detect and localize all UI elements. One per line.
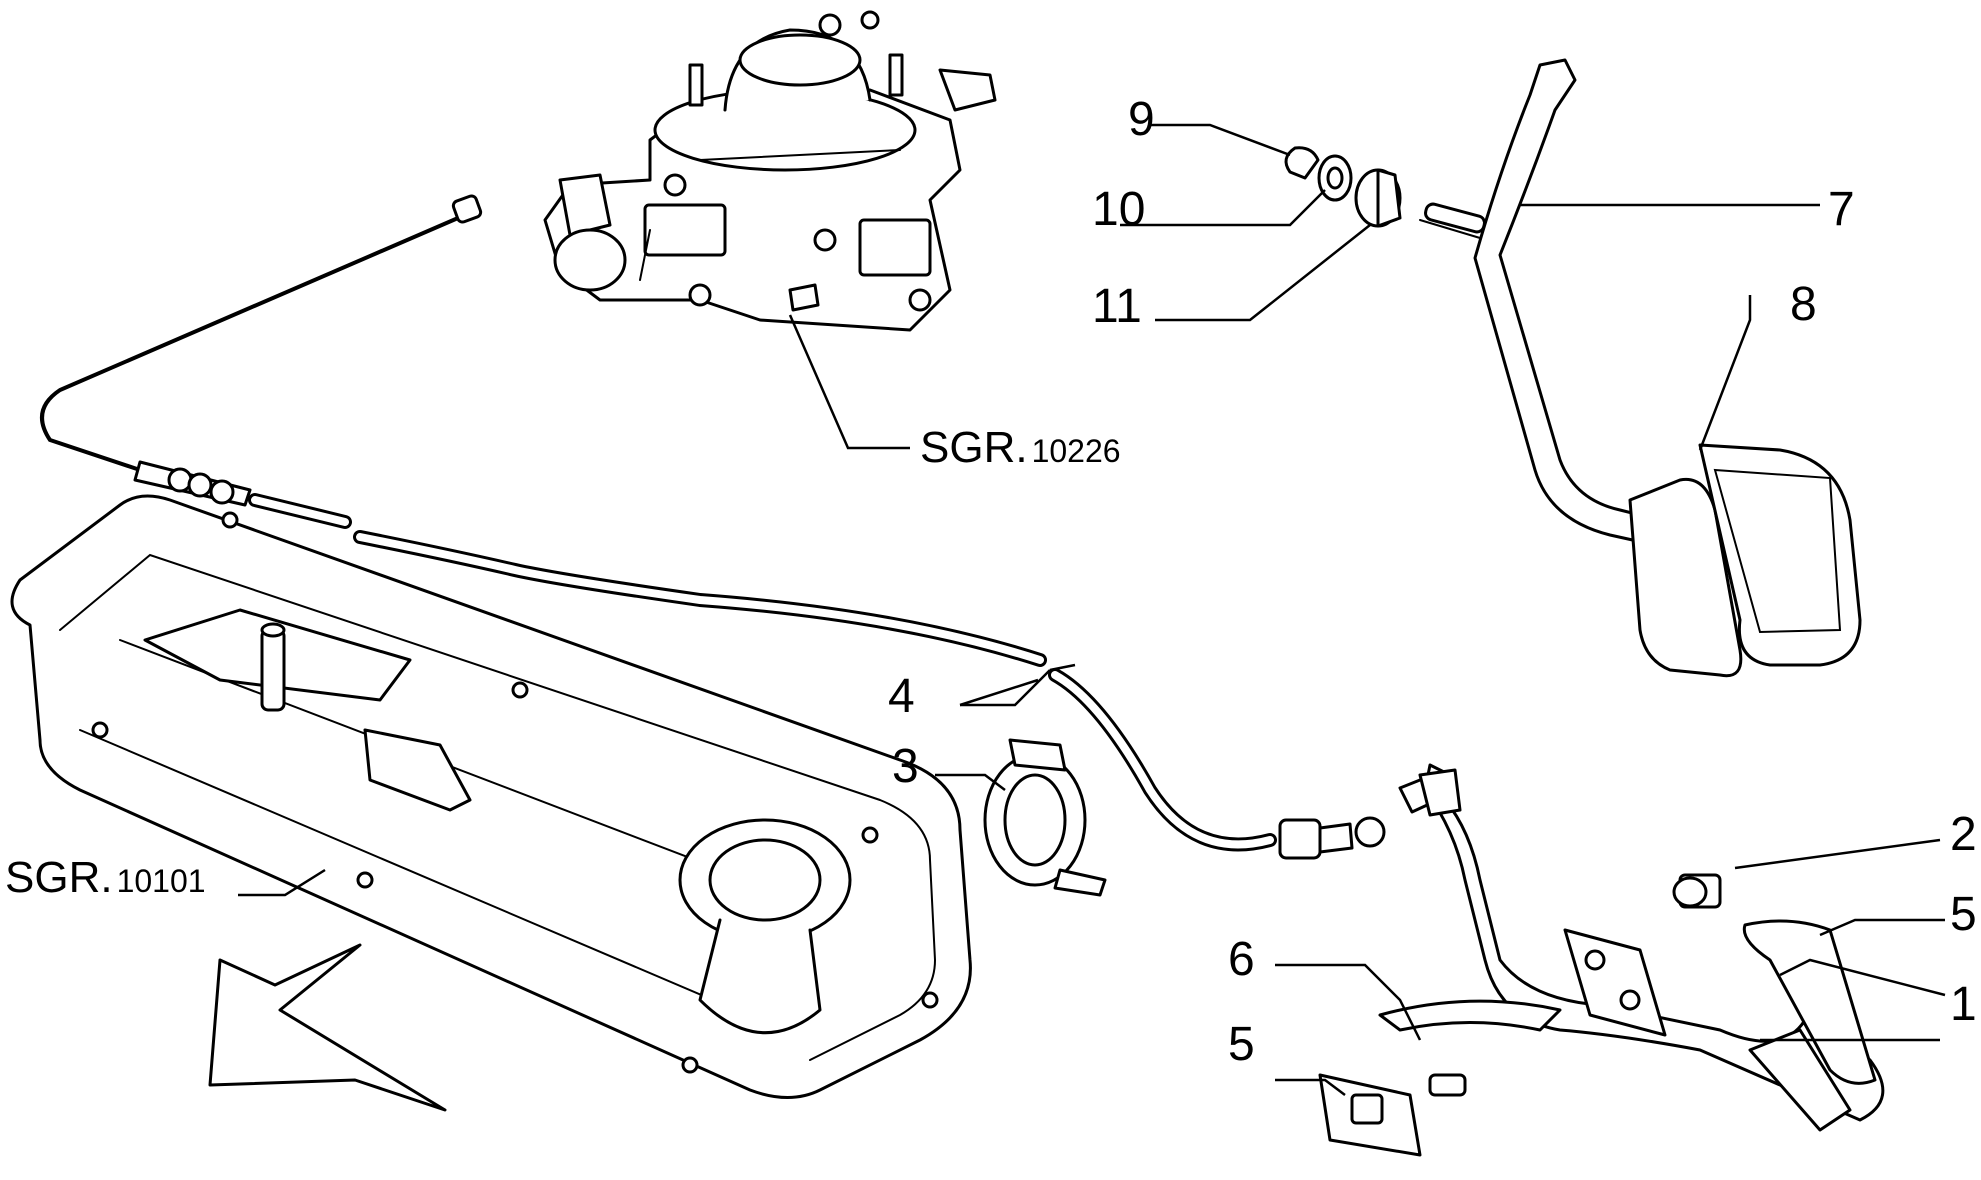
- valve-cover-reference-callout: SGR.10101: [5, 853, 326, 902]
- carburetor-reference: SGR.10226: [920, 423, 1121, 472]
- cable-clip: [983, 738, 1107, 897]
- callout-5b: 5: [1228, 1018, 1255, 1071]
- throttle-cable: [40, 194, 1440, 860]
- callout-11: 11: [1092, 280, 1142, 333]
- carburetor: [543, 10, 997, 332]
- callout-10: 10: [1092, 183, 1145, 236]
- valve-cover-reference: SGR.10101: [5, 853, 206, 902]
- callout-6: 6: [1228, 933, 1255, 986]
- callout-2: 2: [1950, 808, 1977, 861]
- lower-pedal-assembly: [1318, 763, 1885, 1157]
- direction-arrow: [208, 943, 447, 1112]
- accelerator-pedal: [1419, 58, 1862, 678]
- callout-1: 1: [1950, 978, 1977, 1031]
- callout-3: 3: [892, 740, 919, 793]
- callout-leaders: [935, 123, 1946, 1096]
- valve-cover: [10, 494, 972, 1099]
- callout-5a: 5: [1950, 888, 1977, 941]
- pedal-fasteners: [1284, 146, 1402, 228]
- callout-7: 7: [1828, 183, 1855, 236]
- callout-numbers: 1 2 3 4 5 5 6 7 8 9 10 11: [888, 93, 1977, 1071]
- callout-4: 4: [888, 670, 915, 723]
- callout-9: 9: [1128, 93, 1155, 146]
- carburetor-reference-callout: SGR.10226: [788, 314, 1121, 472]
- callout-8: 8: [1790, 278, 1817, 331]
